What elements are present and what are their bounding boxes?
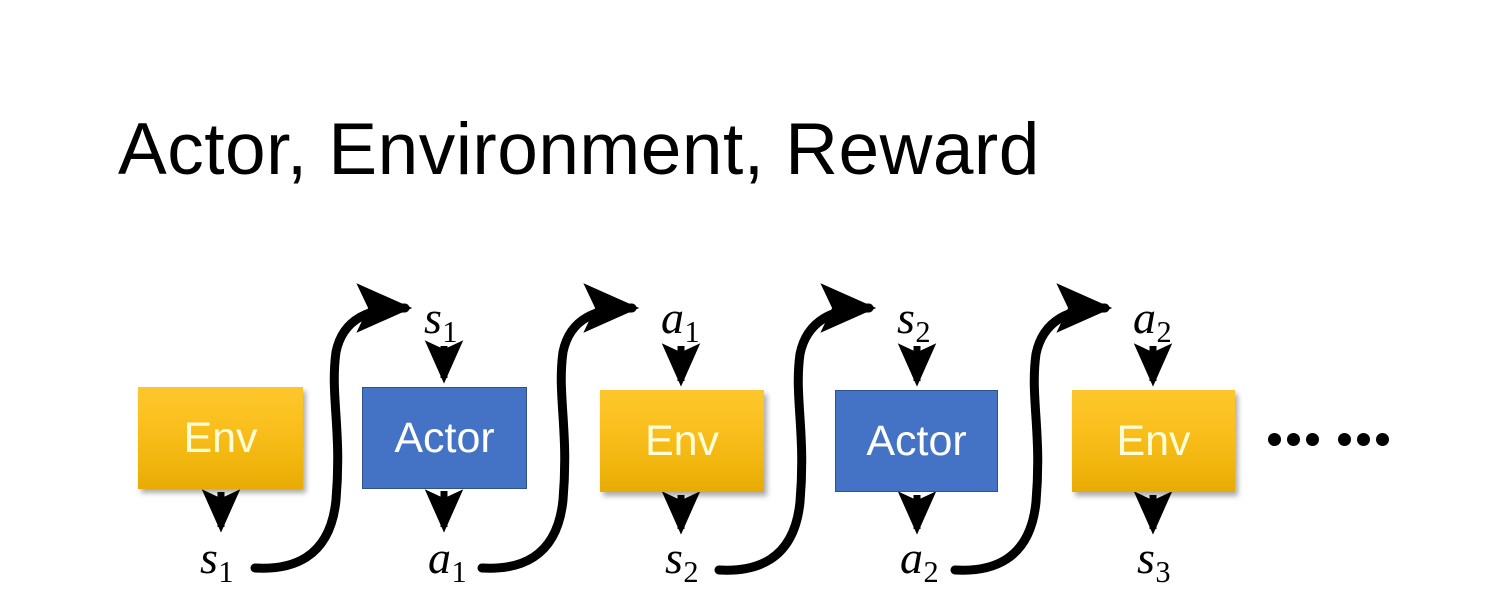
node-actor-2[interactable]: Actor bbox=[835, 390, 998, 492]
ellipsis-dot bbox=[1268, 433, 1281, 446]
node-label: Env bbox=[183, 413, 258, 462]
action-label-a2-bottom: a2 bbox=[900, 532, 939, 590]
symbol-subscript: 2 bbox=[915, 315, 931, 350]
symbol-subscript: 3 bbox=[1155, 555, 1171, 590]
ellipsis-continuation bbox=[1268, 433, 1389, 446]
arrow-box-to-label-group bbox=[201, 489, 1173, 535]
symbol-base: a bbox=[661, 292, 684, 343]
node-env-3[interactable]: Env bbox=[1072, 390, 1235, 492]
ellipsis-dot bbox=[1306, 433, 1319, 446]
state-label-s1-bottom: s1 bbox=[200, 532, 234, 590]
arrow-label-to-box-group bbox=[424, 340, 1173, 387]
node-label: Actor bbox=[866, 416, 967, 465]
symbol-base: s bbox=[424, 292, 442, 343]
state-label-s2-bottom: s2 bbox=[665, 532, 699, 590]
action-label-a1-bottom: a1 bbox=[428, 532, 467, 590]
symbol-base: s bbox=[1137, 532, 1155, 583]
action-label-a1-top: a1 bbox=[661, 292, 700, 350]
action-label-a2-top: a2 bbox=[1133, 292, 1172, 350]
ellipsis-dot bbox=[1376, 433, 1389, 446]
state-label-s2-top: s2 bbox=[897, 292, 931, 350]
node-env-1[interactable]: Env bbox=[138, 387, 303, 489]
node-label: Actor bbox=[394, 413, 495, 462]
ellipsis-dot bbox=[1357, 433, 1370, 446]
symbol-subscript: 1 bbox=[442, 315, 458, 350]
state-label-s1-top: s1 bbox=[424, 292, 458, 350]
page-title: Actor, Environment, Reward bbox=[118, 109, 1040, 190]
ellipsis-gap bbox=[1325, 439, 1332, 440]
symbol-base: s bbox=[665, 532, 683, 583]
node-label: Env bbox=[644, 416, 720, 465]
symbol-base: a bbox=[900, 532, 923, 583]
symbol-subscript: 1 bbox=[451, 555, 467, 590]
ellipsis-dot bbox=[1338, 433, 1351, 446]
symbol-base: s bbox=[200, 532, 218, 583]
symbol-subscript: 1 bbox=[684, 315, 700, 350]
symbol-subscript: 1 bbox=[218, 555, 234, 590]
node-label: Env bbox=[1116, 416, 1191, 465]
symbol-base: s bbox=[897, 292, 915, 343]
symbol-base: a bbox=[1133, 292, 1156, 343]
symbol-subscript: 2 bbox=[683, 555, 699, 590]
symbol-subscript: 2 bbox=[923, 555, 939, 590]
node-env-2[interactable]: Env bbox=[600, 390, 764, 492]
symbol-base: a bbox=[428, 532, 451, 583]
state-label-s3-bottom: s3 bbox=[1137, 532, 1171, 590]
symbol-subscript: 2 bbox=[1156, 315, 1172, 350]
node-actor-1[interactable]: Actor bbox=[362, 387, 527, 489]
ellipsis-dot bbox=[1287, 433, 1300, 446]
